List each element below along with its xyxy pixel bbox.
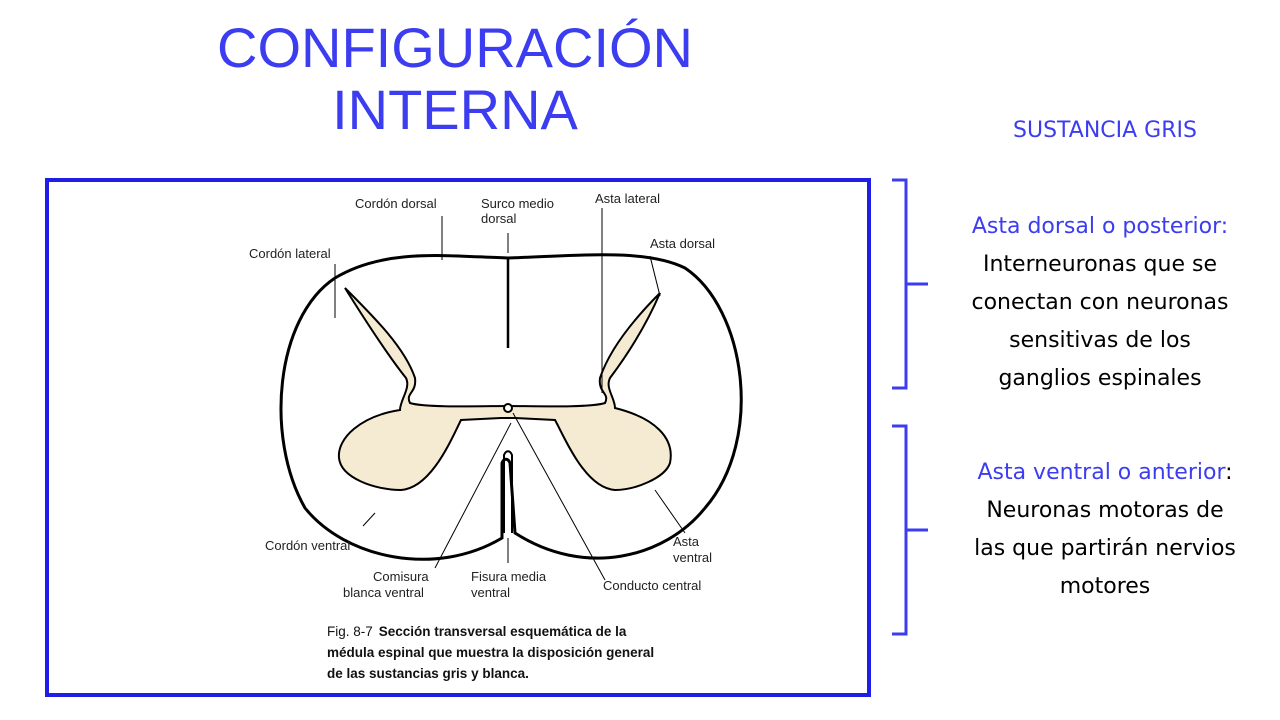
label-fisura-1: Fisura media (471, 569, 547, 584)
page-title-line-2: INTERNA (332, 78, 578, 141)
ventral-horn-description: Asta ventral o anterior: Neuronas motora… (930, 454, 1280, 606)
dorsal-line-1: Interneuronas que se (982, 252, 1217, 277)
dorsal-horn-description: Asta dorsal o posterior: Interneuronas q… (930, 208, 1270, 398)
ventral-line-3: motores (1059, 574, 1151, 599)
dorsal-line-3: sensitivas de los (1009, 328, 1191, 353)
spinal-cord-diagram: Cordón dorsal Surco medio dorsal Asta la… (45, 178, 871, 697)
ventral-fissure (503, 450, 513, 533)
dorsal-horn-name: Asta dorsal o posterior: (971, 214, 1229, 239)
dorsal-line-2: conectan con neuronas (971, 290, 1229, 315)
dorsal-line-4: ganglios espinales (998, 366, 1202, 391)
ventral-colon: : (1225, 460, 1233, 485)
label-surco-medio-1: Surco medio (481, 196, 554, 211)
caption-line-2: médula espinal que muestra la disposició… (327, 645, 654, 660)
label-cordon-ventral: Cordón ventral (265, 538, 350, 553)
section-heading: SUSTANCIA GRIS (1013, 118, 1197, 143)
label-conducto-central: Conducto central (603, 578, 701, 593)
leader-lines (334, 208, 686, 581)
gray-matter (337, 287, 672, 492)
label-cordon-dorsal: Cordón dorsal (355, 196, 437, 211)
label-asta-lateral: Asta lateral (595, 191, 660, 206)
label-asta-dorsal: Asta dorsal (650, 236, 715, 251)
caption-line-3: de las sustancias gris y blanca. (327, 666, 529, 681)
label-comisura-2: blanca ventral (343, 585, 424, 600)
ventral-horn-heading: Asta ventral o anterior: (930, 454, 1280, 492)
label-fisura-2: ventral (471, 585, 510, 600)
central-canal (503, 403, 513, 413)
ventral-brace (892, 424, 928, 636)
page-title-line-1: CONFIGURACIÓN (217, 16, 693, 79)
label-comisura-1: Comisura (373, 569, 429, 584)
dorsal-brace (892, 178, 928, 390)
label-asta-ventral-2: ventral (673, 550, 712, 565)
ventral-line-1: Neuronas motoras de (986, 498, 1224, 523)
ventral-line-2: las que partirán nervios (974, 536, 1236, 561)
label-cordon-lateral: Cordón lateral (249, 246, 331, 261)
ventral-horn-name: Asta ventral o anterior (977, 460, 1226, 485)
label-surco-medio-2: dorsal (481, 211, 517, 226)
label-asta-ventral-1: Asta (673, 534, 700, 549)
